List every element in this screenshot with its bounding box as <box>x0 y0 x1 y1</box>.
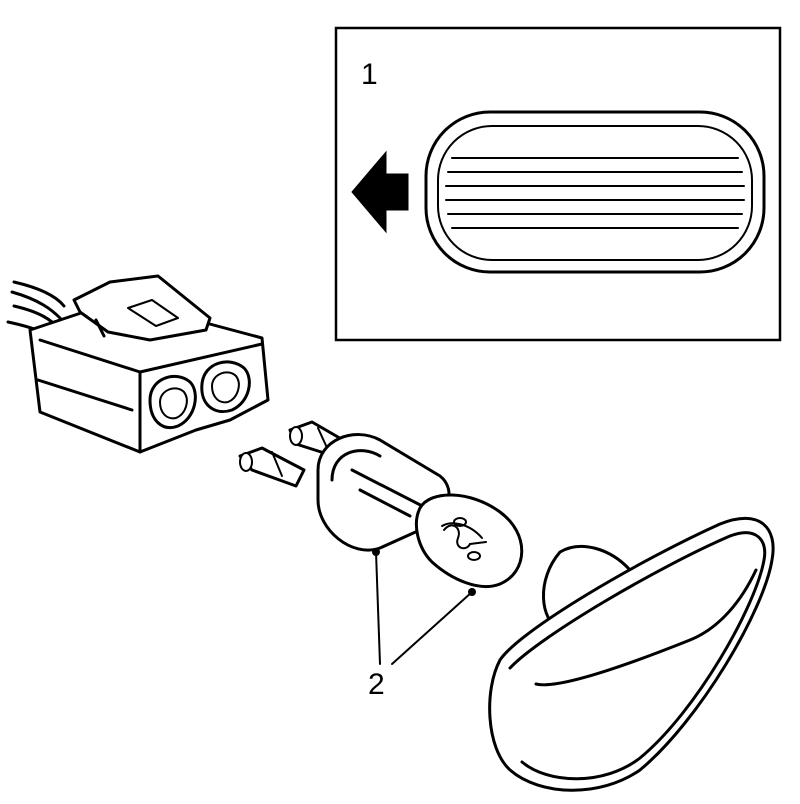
bulb-holder <box>238 420 524 589</box>
callout-2: 2 <box>368 668 385 701</box>
side-marker-lamp <box>488 516 775 792</box>
filament <box>443 517 487 561</box>
callout-1: 1 <box>361 58 378 91</box>
lens-ribs <box>445 157 745 229</box>
arrow-left-icon <box>351 150 409 234</box>
leader-lines <box>372 548 476 665</box>
detail-inset <box>334 26 782 342</box>
wiring-connector <box>6 274 270 454</box>
